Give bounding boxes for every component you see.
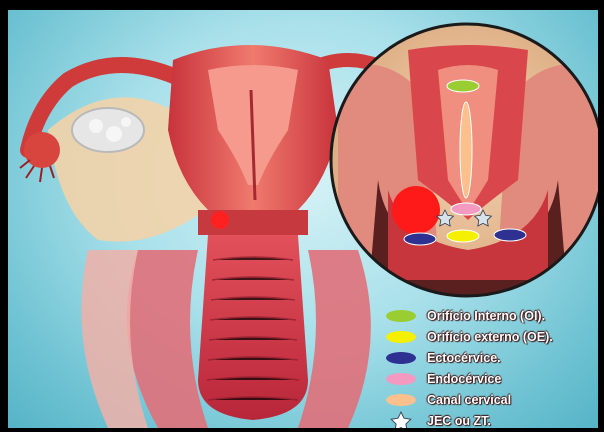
legend-item-jec: JEC ou ZT. [386, 411, 491, 428]
legend-label: Orifício Interno (OI). [427, 309, 545, 323]
legend-swatch [386, 394, 416, 406]
legend-item-canal-cervical: Canal cervical [386, 390, 511, 410]
legend-swatch [386, 331, 416, 343]
legend-item-orificio-interno: Orifício Interno (OI). [386, 306, 545, 326]
legend-label: Ectocérvice. [427, 351, 501, 365]
legend-item-endocervice: Endocérvice [386, 369, 501, 389]
fimbriae-left [24, 132, 60, 168]
legend-swatch [386, 373, 416, 385]
marker-ectocervice-right [494, 229, 526, 241]
legend-label: JEC ou ZT. [427, 414, 491, 428]
legend: Orifício Interno (OI). Orifício externo … [386, 306, 598, 428]
illustration-panel: Orifício Interno (OI). Orifício externo … [8, 10, 598, 428]
marker-orificio-interno [447, 80, 479, 92]
marker-orificio-externo [447, 230, 479, 242]
outer-tissue-right [298, 250, 371, 428]
legend-swatch [386, 310, 416, 322]
marker-endocervice [451, 203, 481, 215]
legend-item-orificio-externo: Orifício externo (OE). [386, 327, 553, 347]
legend-swatch [386, 352, 416, 364]
marker-canal-cervical [460, 102, 472, 198]
legend-item-ectocervice: Ectocérvice. [386, 348, 501, 368]
marker-ectocervice-left [404, 233, 436, 245]
legend-label: Orifício externo (OE). [427, 330, 553, 344]
legend-label: Endocérvice [427, 372, 501, 386]
lesion-marker [211, 211, 229, 229]
vaginal-canal [198, 235, 308, 420]
legend-label: Canal cervical [427, 393, 511, 407]
star-icon [386, 411, 416, 428]
